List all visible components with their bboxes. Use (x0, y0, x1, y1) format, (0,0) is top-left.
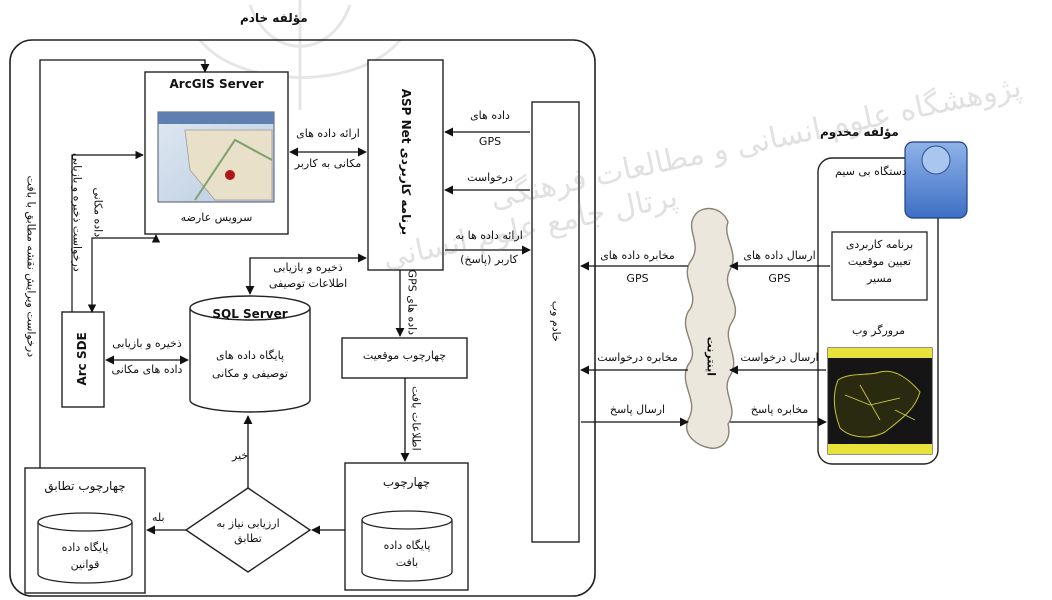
sqlserver-line2: توصیفی و مکانی (212, 367, 288, 380)
match-db-line2: قوانین (70, 558, 100, 571)
label-gps-data-line1: داده های (470, 109, 510, 122)
label-deliver-user-line1: ارائه داده ها به (455, 229, 523, 242)
location-frame-box (341, 337, 468, 379)
label-side-spatial: داده مکانی (91, 187, 105, 238)
sqlserver-cylinder (189, 295, 311, 413)
frame-db-line2: بافت (395, 556, 419, 569)
label-store-retrieve-desc-line2: اطلاعات توصیفی (268, 277, 348, 290)
aspnet-box (367, 59, 444, 271)
decision-diamond (184, 487, 312, 573)
webserver-box (531, 101, 580, 543)
decision-no: خیر (232, 449, 249, 462)
rules-db-cylinder (37, 512, 133, 584)
sqlserver-title: SQL Server (212, 307, 288, 321)
label-send-gps-line2: GPS (768, 272, 791, 285)
server-title: مؤلفه خادم (240, 11, 308, 25)
client-app-line1: برنامه کاربردی (845, 238, 914, 251)
client-container (817, 157, 939, 465)
webserver-label: خادم وب (549, 300, 563, 342)
arcsde-label: Arc SDE (75, 332, 90, 386)
label-side-request-store: درخواست ذخیره و بازیابی (70, 152, 84, 272)
server-container (9, 39, 596, 597)
frame-db-line1: پایگاه داده (383, 539, 431, 552)
client-wireless: دستگاه بی سیم (835, 165, 907, 178)
label-spatial-deliver-line2: مکانی به کاربر (294, 157, 362, 170)
arcgis-caption: سرویس عارضه (180, 211, 253, 224)
label-send-response: ارسال پاسخ (609, 403, 666, 416)
client-app-box (831, 231, 928, 301)
decision-line2: تطابق (234, 532, 262, 545)
client-browser: مرورگر وب (852, 324, 906, 337)
label-gps-vertical: داده های GPS (405, 269, 419, 336)
label-spatial-deliver-line1: ارائه داده های (296, 127, 360, 140)
client-app-line2: تعیین موقعیت (847, 255, 912, 268)
aspnet-label: برنامه کاربردی ASP Net (398, 88, 413, 236)
label-request: درخواست (467, 171, 513, 184)
client-app-line3: مسیر (866, 272, 893, 285)
label-send-request: ارسال درخواست (740, 351, 819, 364)
label-store-retrieve-desc-line1: ذخیره و بازیابی (273, 261, 343, 274)
arcgis-title: ArcGIS Server (169, 77, 264, 91)
label-gps-comm-line2: GPS (626, 272, 649, 285)
label-gps-data-line2: GPS (478, 135, 502, 148)
label-store-retrieve-spatial-line1: ذخیره و بازیابی (112, 337, 182, 350)
arcsde-box (61, 311, 105, 408)
user-icon (904, 141, 968, 219)
label-send-gps-line1: ارسال داده های (743, 249, 816, 262)
browser-screenshot (827, 347, 933, 455)
client-title: مؤلفه مخدوم (820, 125, 899, 139)
decision-yes: بله (152, 511, 165, 524)
label-gps-comm-line1: مخابره داده های (600, 249, 675, 262)
sqlserver-line1: پایگاه داده های (215, 349, 285, 362)
internet-label: اینترنت (704, 336, 718, 377)
watermark-emblem (198, 0, 402, 110)
frame-title: چهارچوب (382, 475, 431, 489)
label-store-retrieve-spatial-line2: داده های مکانی (111, 363, 183, 376)
texture-db-cylinder (361, 510, 453, 582)
label-texture-info: اطلاعات بافت (409, 386, 423, 451)
edit-map-request-arrow (39, 59, 210, 468)
location-frame-label: چهارچوب موقعیت (362, 349, 447, 362)
decision-line1: ارزیابی نیاز به (216, 517, 280, 530)
label-deliver-user-line2: کاربر (پاسخ) (460, 253, 518, 266)
label-comm-response: مخابره پاسخ (750, 403, 809, 416)
label-comm-request: مخابره درخواست (597, 351, 678, 364)
label-left-vertical: درخواست ویرایش نقشه مطابق با بافت (24, 175, 38, 358)
match-frame-title: چهارچوب تطابق (44, 479, 126, 493)
match-db-line1: پایگاه داده (61, 541, 109, 554)
